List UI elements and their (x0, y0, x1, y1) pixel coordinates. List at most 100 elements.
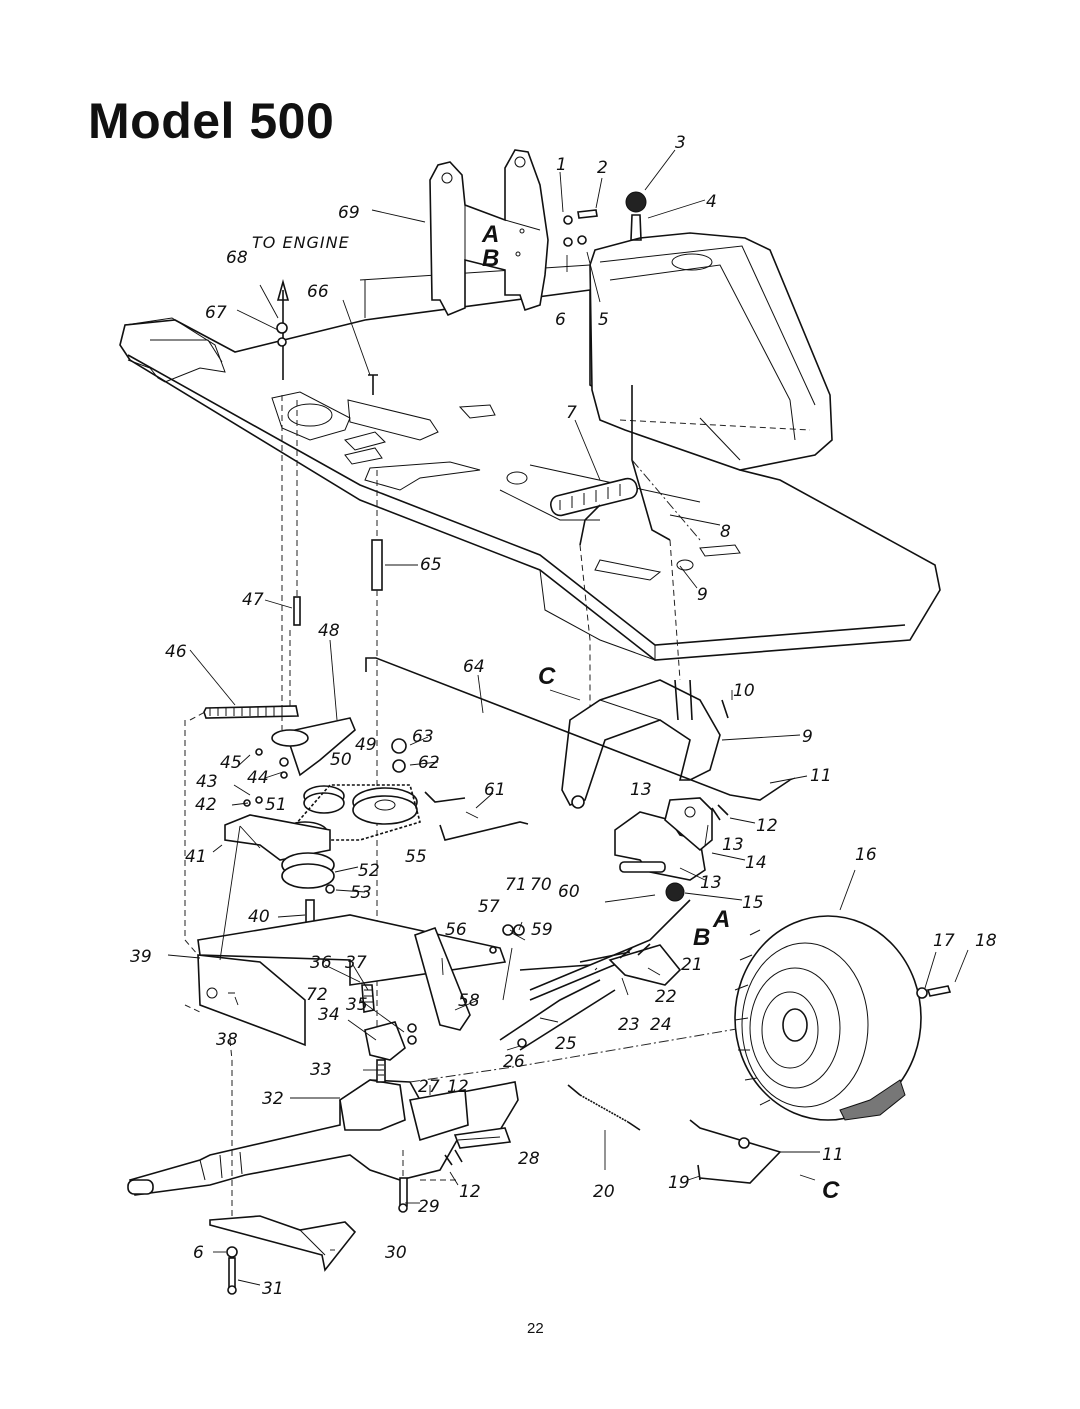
base-bracket (184, 711, 507, 1061)
pedal-assembly (549, 385, 701, 780)
callout-9-upper: 9 (697, 585, 708, 605)
brake-assembly (614, 797, 729, 881)
callout-12-brake: 12 (756, 816, 778, 836)
callout-38: 38 (216, 1030, 238, 1050)
ref-letter-a-upper: A (481, 221, 499, 248)
callout-45: 45 (220, 753, 242, 773)
callout-18: 18 (975, 931, 997, 951)
callout-21: 21 (681, 955, 703, 975)
page-title: Model 500 (88, 93, 335, 149)
callout-13-c: 13 (700, 873, 722, 893)
rods-61 (424, 791, 529, 841)
callout-43: 43 (196, 772, 218, 792)
callout-16: 16 (855, 845, 877, 865)
callout-66: 66 (307, 282, 329, 302)
callout-1: 1 (556, 155, 567, 175)
callout-22: 22 (655, 987, 677, 1007)
callout-17: 17 (933, 931, 955, 951)
callout-6-lower: 6 (193, 1243, 204, 1263)
callout-6: 6 (555, 310, 566, 330)
ref-letter-b-upper: B (482, 245, 499, 272)
callout-40: 40 (248, 907, 270, 927)
ref-letter-c-upper: C (538, 663, 556, 690)
callout-27: 27 (418, 1077, 440, 1097)
callout-23: 23 (618, 1015, 640, 1035)
callout-55: 55 (405, 847, 427, 867)
callout-2: 2 (597, 158, 608, 178)
callout-10: 10 (733, 681, 755, 701)
callout-71: 71 (505, 875, 527, 895)
callout-63: 63 (412, 727, 434, 747)
annotations: TO ENGINE A B C A B C (252, 221, 840, 1204)
callout-14: 14 (745, 853, 767, 873)
callout-57: 57 (478, 897, 500, 917)
seat-bracket (429, 149, 549, 317)
callout-65: 65 (420, 555, 442, 575)
callout-52: 52 (358, 861, 380, 881)
callout-69: 69 (338, 203, 360, 223)
callout-12-lower: 12 (459, 1182, 481, 1202)
callout-42: 42 (195, 795, 217, 815)
callout-67: 67 (205, 303, 227, 323)
callout-25: 25 (555, 1034, 577, 1054)
callout-56: 56 (445, 920, 467, 940)
to-engine-label: TO ENGINE (252, 233, 350, 252)
callout-44: 44 (247, 768, 269, 788)
callout-49: 49 (355, 735, 377, 755)
ref-letter-c-lower: C (822, 1177, 840, 1204)
callout-70: 70 (530, 875, 552, 895)
callout-13-a: 13 (630, 780, 652, 800)
callout-3: 3 (675, 133, 686, 153)
c-bracket (561, 679, 729, 809)
callout-33: 33 (310, 1060, 332, 1080)
callout-36: 36 (310, 953, 332, 973)
bottom-bracket (184, 1004, 463, 1295)
callout-59: 59 (531, 920, 553, 940)
callout-24: 24 (650, 1015, 672, 1035)
callout-46: 46 (165, 642, 187, 662)
wheel (734, 915, 952, 1121)
seat-hardware (515, 191, 647, 257)
callout-41: 41 (185, 847, 207, 867)
callout-19: 19 (668, 1173, 690, 1193)
spring-and-rod (567, 1084, 782, 1184)
callout-15: 15 (742, 893, 764, 913)
callout-11-upper: 11 (810, 766, 832, 786)
callout-28: 28 (518, 1149, 540, 1169)
callout-8: 8 (720, 522, 731, 542)
callout-7: 7 (566, 403, 577, 423)
callout-58: 58 (458, 991, 480, 1011)
callout-62: 62 (418, 753, 440, 773)
callout-20: 20 (593, 1182, 615, 1202)
callout-68: 68 (226, 248, 248, 268)
linkage-rods (489, 882, 691, 1051)
callout-12-axle: 12 (447, 1077, 469, 1097)
callout-48: 48 (318, 621, 340, 641)
seat-housing (589, 232, 833, 471)
callout-60: 60 (558, 882, 580, 902)
callout-51: 51 (265, 795, 287, 815)
callout-35: 35 (346, 995, 368, 1015)
callout-9-bracket: 9 (802, 727, 813, 747)
callout-30: 30 (385, 1243, 407, 1263)
callout-72: 72 (306, 985, 328, 1005)
callout-5: 5 (598, 310, 609, 330)
callout-29: 29 (418, 1197, 440, 1217)
callout-26: 26 (503, 1052, 525, 1072)
ref-letter-b-lower: B (693, 924, 710, 951)
callout-11-lower: 11 (822, 1145, 844, 1165)
ref-letter-a-lower: A (712, 906, 730, 933)
callout-50: 50 (330, 750, 352, 770)
callout-47: 47 (242, 590, 264, 610)
leader-lines (167, 149, 969, 1286)
page-number: 22 (527, 1320, 544, 1337)
callout-4: 4 (706, 192, 717, 212)
callout-61: 61 (484, 780, 506, 800)
callout-37: 37 (345, 953, 367, 973)
callout-53: 53 (350, 883, 372, 903)
callout-labels: 1 2 3 4 5 6 7 8 9 9 10 11 11 12 12 12 13… (130, 133, 997, 1299)
callout-31: 31 (262, 1279, 284, 1299)
callout-34: 34 (318, 1005, 340, 1025)
